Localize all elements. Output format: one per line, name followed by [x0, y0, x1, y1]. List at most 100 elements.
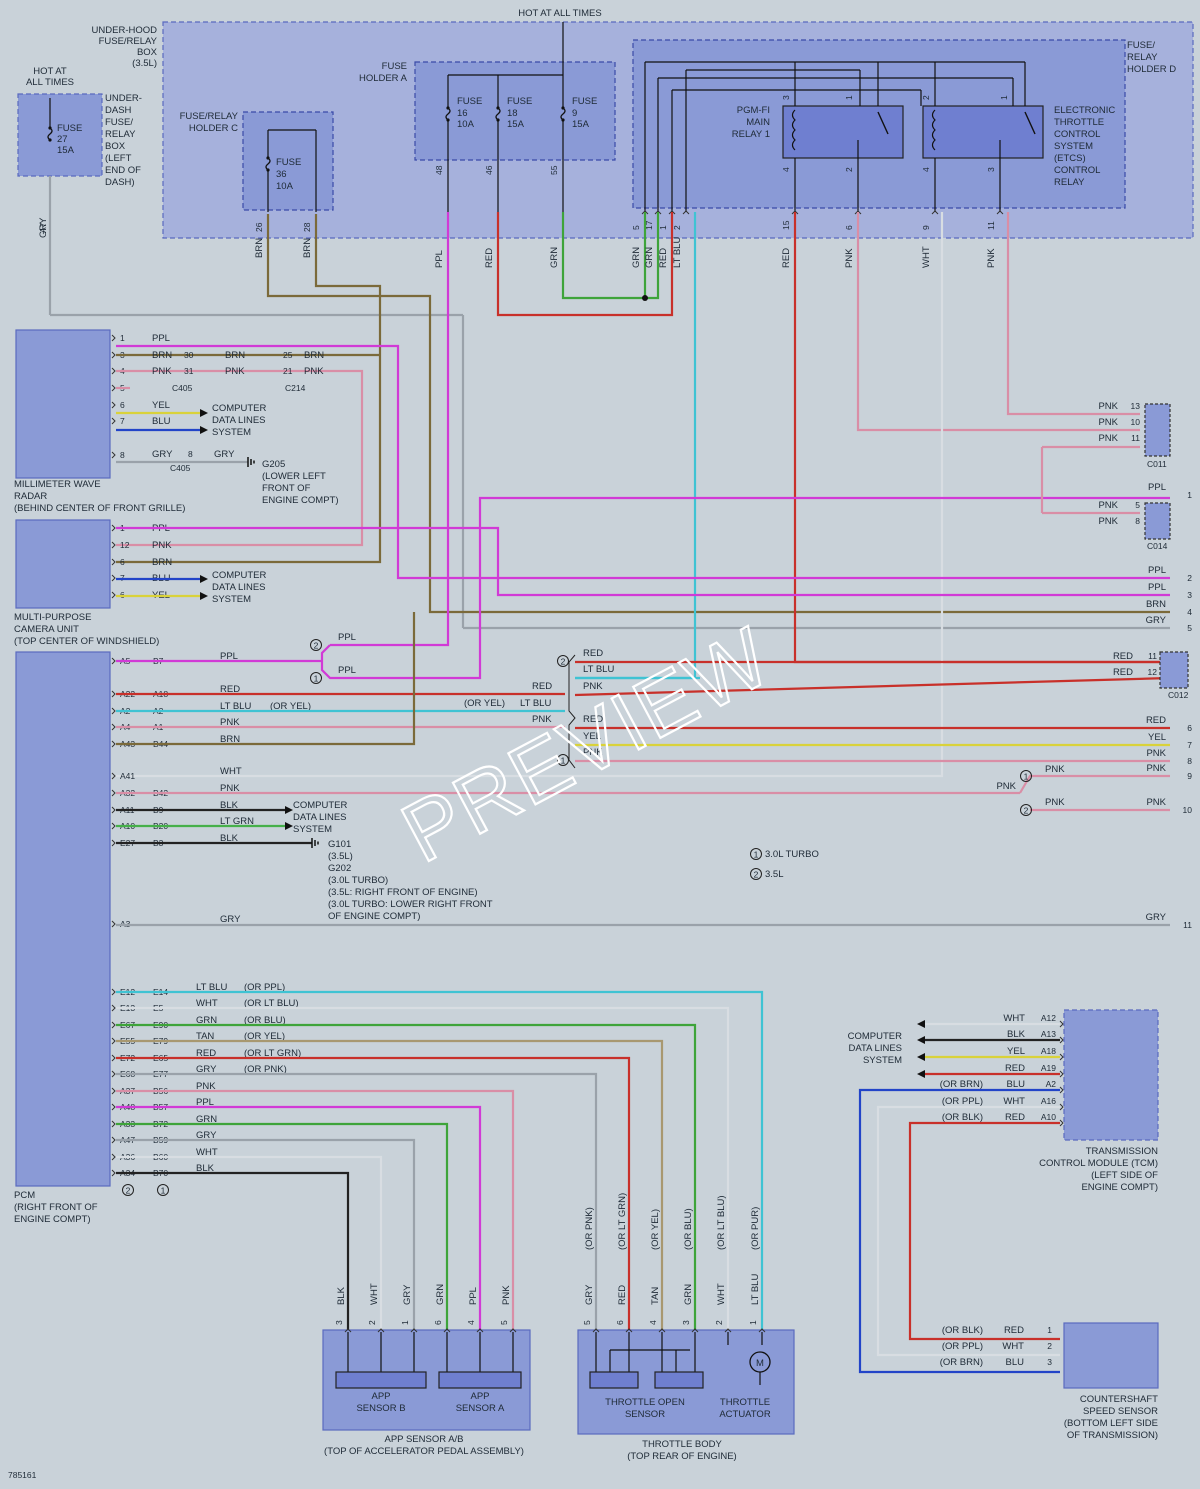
wire-color: LT BLU — [750, 1274, 761, 1305]
legend-label: 3.0L TURBO — [765, 849, 819, 860]
connector-icon — [344, 1328, 352, 1333]
wire-color: PPL — [338, 632, 356, 643]
fuse-icon — [47, 127, 53, 141]
wire-color: GRY — [584, 1284, 595, 1305]
wire-note: (OR PPL) — [244, 982, 285, 993]
ground-g101-label: G202 — [328, 863, 351, 874]
wire-color: RED — [583, 648, 603, 659]
connector-icon — [1059, 1053, 1064, 1061]
wire-color: GRY — [196, 1064, 217, 1075]
variant-marker-icon — [122, 1184, 134, 1196]
connector-icon — [668, 210, 676, 215]
wire-color: LT BLU — [196, 982, 227, 993]
connector-icon — [111, 334, 116, 342]
under-dash-label: (LEFT — [105, 153, 132, 164]
fuse-holder-a-label: HOLDER A — [359, 73, 408, 84]
computer-data-lines-label: SYSTEM — [212, 427, 251, 438]
pin-number: 12 — [120, 540, 130, 550]
wire-color: BRN — [152, 557, 172, 568]
connector-icon — [111, 558, 116, 566]
variant-marker: 1 — [754, 850, 759, 860]
etcs-relay-label: RELAY — [1054, 177, 1085, 188]
throttle-open-sensor-element — [654, 1371, 704, 1389]
fuse-relay-holder-c-label: FUSE/RELAY — [180, 111, 239, 122]
variant-marker-icon — [557, 655, 569, 667]
etcs-relay-label: THROTTLE — [1054, 117, 1104, 128]
connector-icon — [111, 451, 116, 459]
pin-number: A41 — [120, 771, 135, 781]
wire-color: PNK — [1045, 764, 1065, 775]
countershaft-sensor-label: SPEED SENSOR — [1083, 1406, 1158, 1417]
wire-color: GRY — [1146, 615, 1167, 626]
wire-color: GRY — [214, 449, 235, 460]
connector-icon — [1059, 1036, 1064, 1044]
millimeter-wave-radar — [15, 329, 111, 479]
connector-icon — [111, 806, 116, 814]
connector-icon — [443, 1328, 451, 1333]
wire-color: PNK — [1098, 433, 1118, 444]
pin-number: 11 — [1131, 433, 1140, 443]
fuse-icon — [265, 157, 271, 171]
under-dash-label: FUSE/ — [105, 117, 133, 128]
pgm-fi-main-relay — [782, 105, 904, 159]
variant-marker: 2 — [561, 657, 566, 667]
wire-color: PPL — [220, 651, 238, 662]
under-dash-label: DASH) — [105, 177, 135, 188]
pin-number: 8 — [1135, 516, 1140, 526]
wire-color: WHT — [1002, 1341, 1024, 1352]
wire-red — [496, 212, 674, 317]
wire-brn — [116, 214, 382, 564]
wire-red — [574, 676, 1171, 697]
wire-color: BRN — [152, 350, 172, 361]
wire-color: PNK — [1146, 797, 1166, 808]
etcs-relay-label: CONTROL — [1054, 129, 1100, 140]
ground-g205-label: G205 — [262, 459, 285, 470]
arrow-left-icon — [917, 1020, 925, 1028]
camera-label: CAMERA UNIT — [14, 624, 79, 635]
etcs-relay-label: SYSTEM — [1054, 141, 1093, 152]
countershaft-sensor-label: (BOTTOM LEFT SIDE — [1064, 1418, 1158, 1429]
wire-color: PNK — [152, 366, 172, 377]
connector-c011 — [1144, 403, 1171, 457]
pin-number: 9 — [921, 225, 931, 230]
pin-number: 12 — [1148, 667, 1158, 677]
under-dash-label: END OF — [105, 165, 141, 176]
wire-color: BLK — [336, 1286, 347, 1305]
wire-color: LT BLU — [672, 237, 683, 268]
edge-ref: 3 — [1187, 590, 1192, 600]
under-hood-label: FUSE/RELAY — [99, 36, 158, 47]
connector-icon — [1059, 1086, 1064, 1094]
pcm-label: PCM — [14, 1190, 35, 1201]
wire-grn — [116, 1023, 697, 1330]
wire-ppl — [116, 526, 1170, 597]
wire-red — [908, 1121, 1060, 1341]
wire-color: LT BLU — [220, 701, 251, 712]
wire-color: PPL — [1148, 482, 1166, 493]
wire-gry — [116, 1072, 598, 1330]
app-sensor-b-label: SENSOR B — [356, 1403, 405, 1414]
wire-color: LT BLU — [583, 664, 614, 675]
relay-coil-icon — [931, 109, 936, 151]
connector-icon — [111, 723, 116, 731]
wire-color: YEL — [1007, 1046, 1025, 1057]
fuse-27-label: 27 — [57, 134, 68, 145]
under-hood-label: (3.5L) — [132, 58, 157, 69]
wire-note: (OR YEL) — [464, 698, 505, 709]
pin-number: 11 — [1148, 651, 1157, 661]
connector-icon — [1059, 1070, 1064, 1078]
wire-note: (OR BLK) — [942, 1112, 983, 1123]
hot-at-all-times-label: ALL TIMES — [26, 77, 74, 88]
wire-color: WHT — [220, 766, 242, 777]
wire-note: (OR BLK) — [942, 1325, 983, 1336]
wire-color: LT GRN — [220, 816, 254, 827]
wire-color: PNK — [196, 1081, 216, 1092]
fuse-relay-holder-c-label: HOLDER C — [189, 123, 238, 134]
connector-icon — [111, 789, 116, 797]
wire-pnk — [856, 212, 1140, 432]
pin-number: A12 — [1041, 1013, 1056, 1023]
pin-number: A2 — [1046, 1079, 1057, 1089]
arrow-right-icon — [285, 822, 293, 830]
connector-icon — [111, 988, 116, 996]
wire-color: BLK — [220, 833, 239, 844]
